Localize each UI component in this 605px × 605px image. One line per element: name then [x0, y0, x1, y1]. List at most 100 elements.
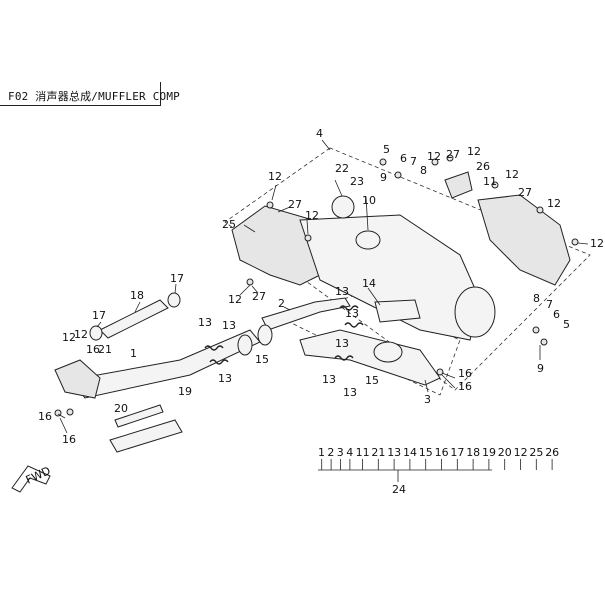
callout-16d: 16: [38, 410, 52, 423]
bracket-26: [444, 171, 473, 199]
callout-13b: 13: [345, 307, 359, 320]
callout-26: 26: [476, 160, 490, 173]
callout-9b: 9: [537, 362, 544, 375]
kit-item: 19: [482, 446, 496, 459]
kit-item: 26: [545, 446, 559, 459]
callout-4: 4: [316, 127, 323, 140]
callout-12a: 12: [427, 150, 441, 163]
hose-18: [99, 299, 169, 339]
header-frame: [0, 82, 161, 106]
gasket-15a: [237, 334, 253, 356]
callout-11: 11: [483, 175, 497, 188]
kit-item: 4: [346, 446, 353, 459]
callout-10: 10: [362, 194, 376, 207]
spring-13d: [344, 322, 364, 328]
kit-number: 24: [392, 483, 406, 496]
callout-12j: 12: [74, 328, 88, 341]
muffler-end-cap: [454, 286, 496, 338]
kit-item: 13: [387, 446, 401, 459]
sleeve-20: [114, 404, 164, 428]
callout-13f: 13: [198, 316, 212, 329]
callout-14: 14: [362, 277, 376, 290]
callout-5a: 5: [383, 143, 390, 156]
callout-20: 20: [114, 402, 128, 415]
muffler-flange-23: [331, 195, 355, 219]
clamp-17b: [89, 325, 103, 341]
callout-13h: 13: [218, 372, 232, 385]
spring-13e: [334, 355, 354, 361]
kit-item: 17: [450, 446, 464, 459]
callout-12h: 12: [228, 293, 242, 306]
callout-15b: 15: [365, 374, 379, 387]
bracket-21: [54, 359, 101, 399]
spring-13b: [209, 359, 229, 365]
kit-item: 21: [371, 446, 385, 459]
callout-12b: 12: [467, 145, 481, 158]
callout-7a: 7: [410, 155, 417, 168]
header-pipe-1: [69, 329, 261, 399]
callout-12d: 12: [547, 197, 561, 210]
kit-item: 14: [403, 446, 417, 459]
callout-13e: 13: [343, 386, 357, 399]
callout-13c: 13: [335, 337, 349, 350]
callout-16a: 16: [458, 367, 472, 380]
kit-item: 2: [327, 446, 334, 459]
callout-21: 21: [98, 343, 112, 356]
pipe-2: [261, 297, 351, 331]
callout-23: 23: [350, 175, 364, 188]
callout-16c: 16: [86, 343, 100, 356]
gasket-10: [355, 230, 381, 250]
clamp-17a: [167, 292, 181, 308]
callout-17b: 17: [92, 309, 106, 322]
callout-15a: 15: [255, 353, 269, 366]
kit-item: 15: [419, 446, 433, 459]
bolt-markers: [54, 154, 579, 417]
callout-16b: 16: [458, 380, 472, 393]
callout-27a: 27: [446, 148, 460, 161]
callout-27c: 27: [288, 198, 302, 211]
fwd-arrow-icon: [11, 465, 51, 493]
callout-13g: 13: [222, 319, 236, 332]
callout-18: 18: [130, 289, 144, 302]
kit-item: 3: [337, 446, 344, 459]
callout-8b: 8: [533, 292, 540, 305]
callout-12g: 12: [305, 209, 319, 222]
callout-2: 2: [278, 297, 285, 310]
callout-12f: 12: [268, 170, 282, 183]
spring-13a: [204, 345, 224, 351]
callout-12c: 12: [505, 168, 519, 181]
fwd-label: FWD: [24, 464, 53, 487]
callout-19: 19: [178, 385, 192, 398]
callout-22: 22: [335, 162, 349, 175]
callout-13d: 13: [322, 373, 336, 386]
callout-6b: 6: [553, 308, 560, 321]
kit-item: 20: [498, 446, 512, 459]
kit-item: 25: [529, 446, 543, 459]
callout-25: 25: [222, 218, 236, 231]
callout-12e: 12: [590, 237, 604, 250]
callout-9a: 9: [380, 171, 387, 184]
muffler-body: [299, 214, 481, 341]
pipe-3: [299, 329, 441, 386]
kit-item: 18: [466, 446, 480, 459]
kit-item: 12: [514, 446, 528, 459]
spring-13c: [339, 305, 359, 311]
flange-3: [373, 341, 403, 363]
sleeve-19: [109, 419, 183, 453]
callout-6a: 6: [400, 152, 407, 165]
page-title: F02 消声器总成/MUFFLER COMP: [8, 90, 180, 103]
callout-8a: 8: [420, 164, 427, 177]
muffler-heat-shield-right: [477, 194, 571, 286]
callout-1: 1: [130, 347, 137, 360]
kit-item: 16: [435, 446, 449, 459]
callout-27b: 27: [518, 186, 532, 199]
callout-27d: 27: [252, 290, 266, 303]
callout-13a: 13: [335, 285, 349, 298]
callout-7b: 7: [546, 298, 553, 311]
kit-item: 11: [356, 446, 370, 459]
callout-3: 3: [424, 393, 431, 406]
connector-14: [374, 299, 421, 323]
